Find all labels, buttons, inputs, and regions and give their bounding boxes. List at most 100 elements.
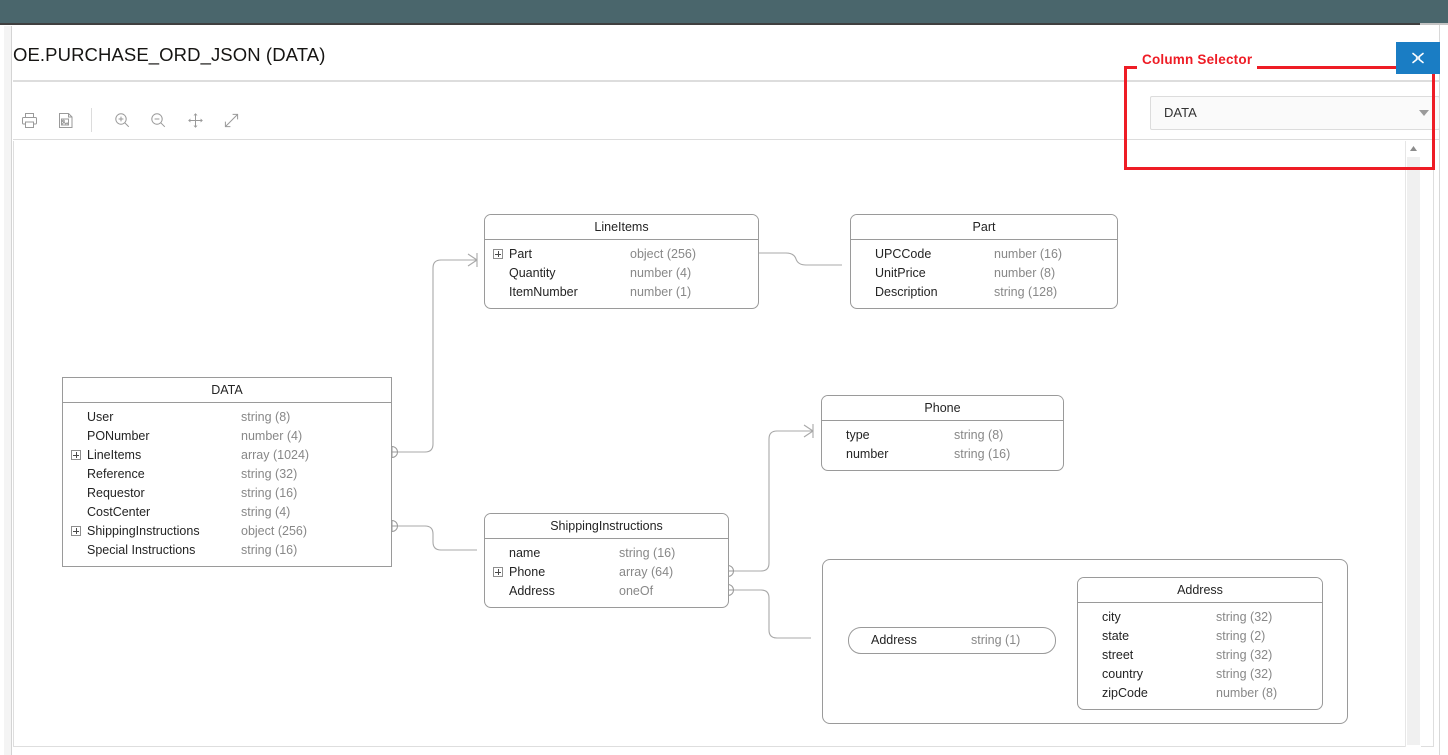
entity-address-scalar[interactable]: Address string (1) <box>848 627 1056 654</box>
row-type: string (16) <box>619 546 676 560</box>
row-name: country <box>1102 667 1143 681</box>
entity-row[interactable]: Part object (256) <box>485 245 758 264</box>
entity-rows: type string (8) number string (16) <box>822 421 1063 470</box>
row-name: Address <box>509 584 555 598</box>
row-type: number (4) <box>241 429 303 443</box>
row-name: UPCCode <box>875 247 932 261</box>
row-name: User <box>87 410 114 424</box>
zoom-in-icon[interactable] <box>109 107 135 133</box>
top-bar-divider <box>0 23 1420 25</box>
row-name: CostCenter <box>87 505 151 519</box>
row-name: ShippingInstructions <box>87 524 200 538</box>
row-type: array (64) <box>619 565 674 579</box>
page-title: OE.PURCHASE_ORD_JSON (DATA) <box>13 44 326 65</box>
row-name: Requestor <box>87 486 145 500</box>
row-name: type <box>846 428 870 442</box>
title-divider <box>13 80 1447 82</box>
entity-row[interactable]: city string (32) <box>1078 608 1322 627</box>
row-type: number (8) <box>994 266 1056 280</box>
row-type: string (1) <box>971 633 1021 647</box>
save-image-icon[interactable] <box>52 107 78 133</box>
row-name: street <box>1102 648 1134 662</box>
entity-shippinginstructions[interactable]: ShippingInstructions name string (16) Ph… <box>484 513 729 608</box>
entity-row[interactable]: country string (32) <box>1078 665 1322 684</box>
row-type: string (32) <box>1216 667 1273 681</box>
entity-row[interactable]: Description string (128) <box>851 283 1117 302</box>
entity-rows: Part object (256) Quantity number (4) It… <box>485 240 758 308</box>
row-type: string (4) <box>241 505 291 519</box>
toolbar-separator <box>91 108 92 132</box>
entity-row[interactable]: Address oneOf <box>485 582 728 601</box>
entity-row[interactable]: Phone array (64) <box>485 563 728 582</box>
row-type: number (8) <box>1216 686 1278 700</box>
entity-data[interactable]: DATA User string (8) PONumber number (4)… <box>62 377 392 567</box>
row-name: Phone <box>509 565 546 579</box>
column-selector-dropdown[interactable]: DATA <box>1150 96 1440 130</box>
row-type: string (16) <box>241 543 298 557</box>
entity-row[interactable]: state string (2) <box>1078 627 1322 646</box>
entity-row[interactable]: street string (32) <box>1078 646 1322 665</box>
diagram-canvas[interactable]: DATA User string (8) PONumber number (4)… <box>13 141 1434 747</box>
canvas-vertical-scrollbar[interactable] <box>1405 141 1421 747</box>
entity-title: Phone <box>822 396 1063 421</box>
entity-row[interactable]: number string (16) <box>822 445 1063 464</box>
entity-title: DATA <box>63 378 391 403</box>
row-type: string (32) <box>241 467 298 481</box>
entity-row[interactable]: Special Instructions string (16) <box>63 541 391 560</box>
row-name: Special Instructions <box>87 543 196 557</box>
scroll-up-icon[interactable] <box>1406 141 1421 156</box>
row-name: LineItems <box>87 448 142 462</box>
row-type: number (4) <box>630 266 692 280</box>
entity-row[interactable]: zipCode number (8) <box>1078 684 1322 703</box>
chevron-down-icon[interactable] <box>1419 110 1429 116</box>
scrollbar-thumb[interactable] <box>1407 157 1420 745</box>
entity-phone[interactable]: Phone type string (8) number string (16) <box>821 395 1064 471</box>
pan-icon[interactable] <box>182 107 208 133</box>
entity-lineitems[interactable]: LineItems Part object (256) Quantity num… <box>484 214 759 309</box>
expand-icon[interactable] <box>71 450 81 460</box>
row-type: string (8) <box>241 410 291 424</box>
expand-icon[interactable] <box>493 249 503 259</box>
entity-row[interactable]: CostCenter string (4) <box>63 503 391 522</box>
entity-row[interactable]: Requestor string (16) <box>63 484 391 503</box>
left-rail-track <box>4 26 11 755</box>
expand-icon[interactable] <box>71 526 81 536</box>
entity-part[interactable]: Part UPCCode number (16) UnitPrice numbe… <box>850 214 1118 309</box>
entity-row[interactable]: Reference string (32) <box>63 465 391 484</box>
print-icon[interactable] <box>16 107 42 133</box>
row-name: Quantity <box>509 266 556 280</box>
entity-row[interactable]: LineItems array (1024) <box>63 446 391 465</box>
entity-rows: name string (16) Phone array (64) Addres… <box>485 539 728 607</box>
fit-screen-icon[interactable] <box>218 107 244 133</box>
column-selector-panel: DATA <box>1150 96 1440 140</box>
row-name: city <box>1102 610 1121 624</box>
row-type: oneOf <box>619 584 654 598</box>
entity-row[interactable]: PONumber number (4) <box>63 427 391 446</box>
entity-address[interactable]: Address city string (32) state string (2… <box>1077 577 1323 710</box>
restore-window-icon[interactable] <box>1396 42 1440 74</box>
row-type: string (8) <box>954 428 1004 442</box>
zoom-out-icon[interactable] <box>145 107 171 133</box>
entity-title: ShippingInstructions <box>485 514 728 539</box>
row-type: string (128) <box>994 285 1058 299</box>
entity-row[interactable]: UnitPrice number (8) <box>851 264 1117 283</box>
entity-title: LineItems <box>485 215 758 240</box>
entity-title: Address <box>1078 578 1322 603</box>
entity-row[interactable]: ShippingInstructions object (256) <box>63 522 391 541</box>
row-name: Description <box>875 285 938 299</box>
row-type: string (2) <box>1216 629 1266 643</box>
column-selector-annotation-label: Column Selector <box>1137 51 1258 69</box>
row-type: number (16) <box>994 247 1063 261</box>
entity-rows: UPCCode number (16) UnitPrice number (8)… <box>851 240 1117 308</box>
entity-row[interactable]: User string (8) <box>63 408 391 427</box>
entity-row[interactable]: Quantity number (4) <box>485 264 758 283</box>
row-type: string (32) <box>1216 648 1273 662</box>
entity-row[interactable]: name string (16) <box>485 544 728 563</box>
expand-icon[interactable] <box>493 567 503 577</box>
row-type: string (16) <box>954 447 1011 461</box>
left-collapsed-rail[interactable] <box>0 26 12 755</box>
entity-row[interactable]: type string (8) <box>822 426 1063 445</box>
entity-row[interactable]: ItemNumber number (1) <box>485 283 758 302</box>
entity-row[interactable]: UPCCode number (16) <box>851 245 1117 264</box>
